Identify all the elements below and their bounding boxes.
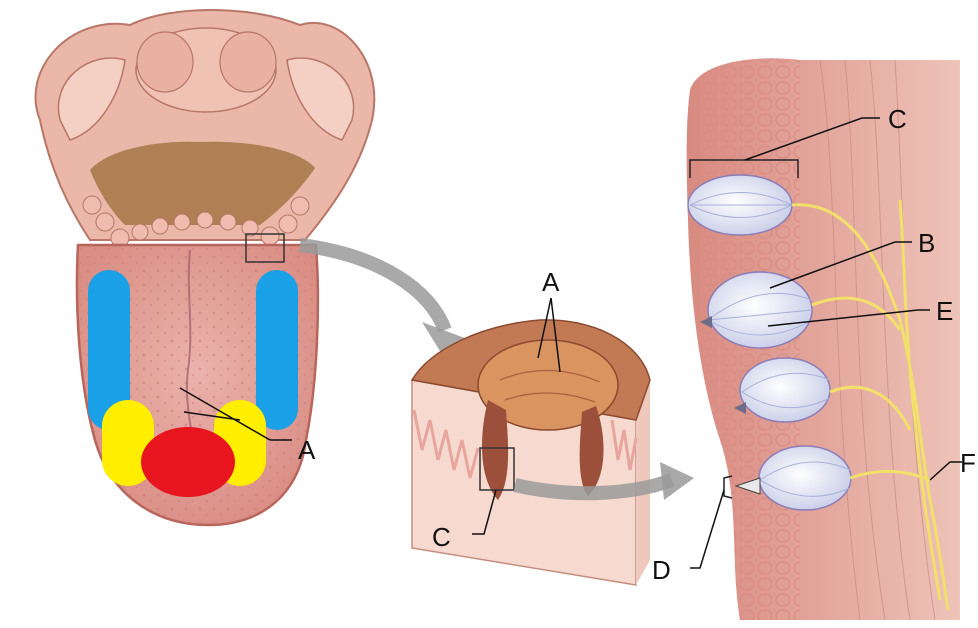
epiglottis-lobe-right	[220, 32, 276, 92]
label-bud-b: B	[918, 228, 935, 258]
zone-tip	[141, 427, 235, 497]
arrow-to-papilla	[300, 245, 470, 364]
label-papilla-a: A	[542, 267, 560, 297]
taste-bud-1	[688, 175, 792, 235]
label-bud-e: E	[936, 296, 953, 326]
papilla-section: A C	[412, 267, 650, 585]
epiglottis-lobe-left	[137, 32, 193, 92]
label-bud-d: D	[652, 555, 671, 585]
label-papilla-c: C	[432, 522, 451, 552]
tongue-illustration: A	[36, 10, 375, 525]
label-tongue-a: A	[298, 435, 316, 465]
bud-d-leader	[690, 490, 724, 568]
label-bud-f: F	[960, 448, 976, 478]
taste-bud-section: C B E F D	[652, 58, 976, 620]
label-bud-c: C	[888, 104, 907, 134]
zone-right-side	[256, 270, 298, 430]
